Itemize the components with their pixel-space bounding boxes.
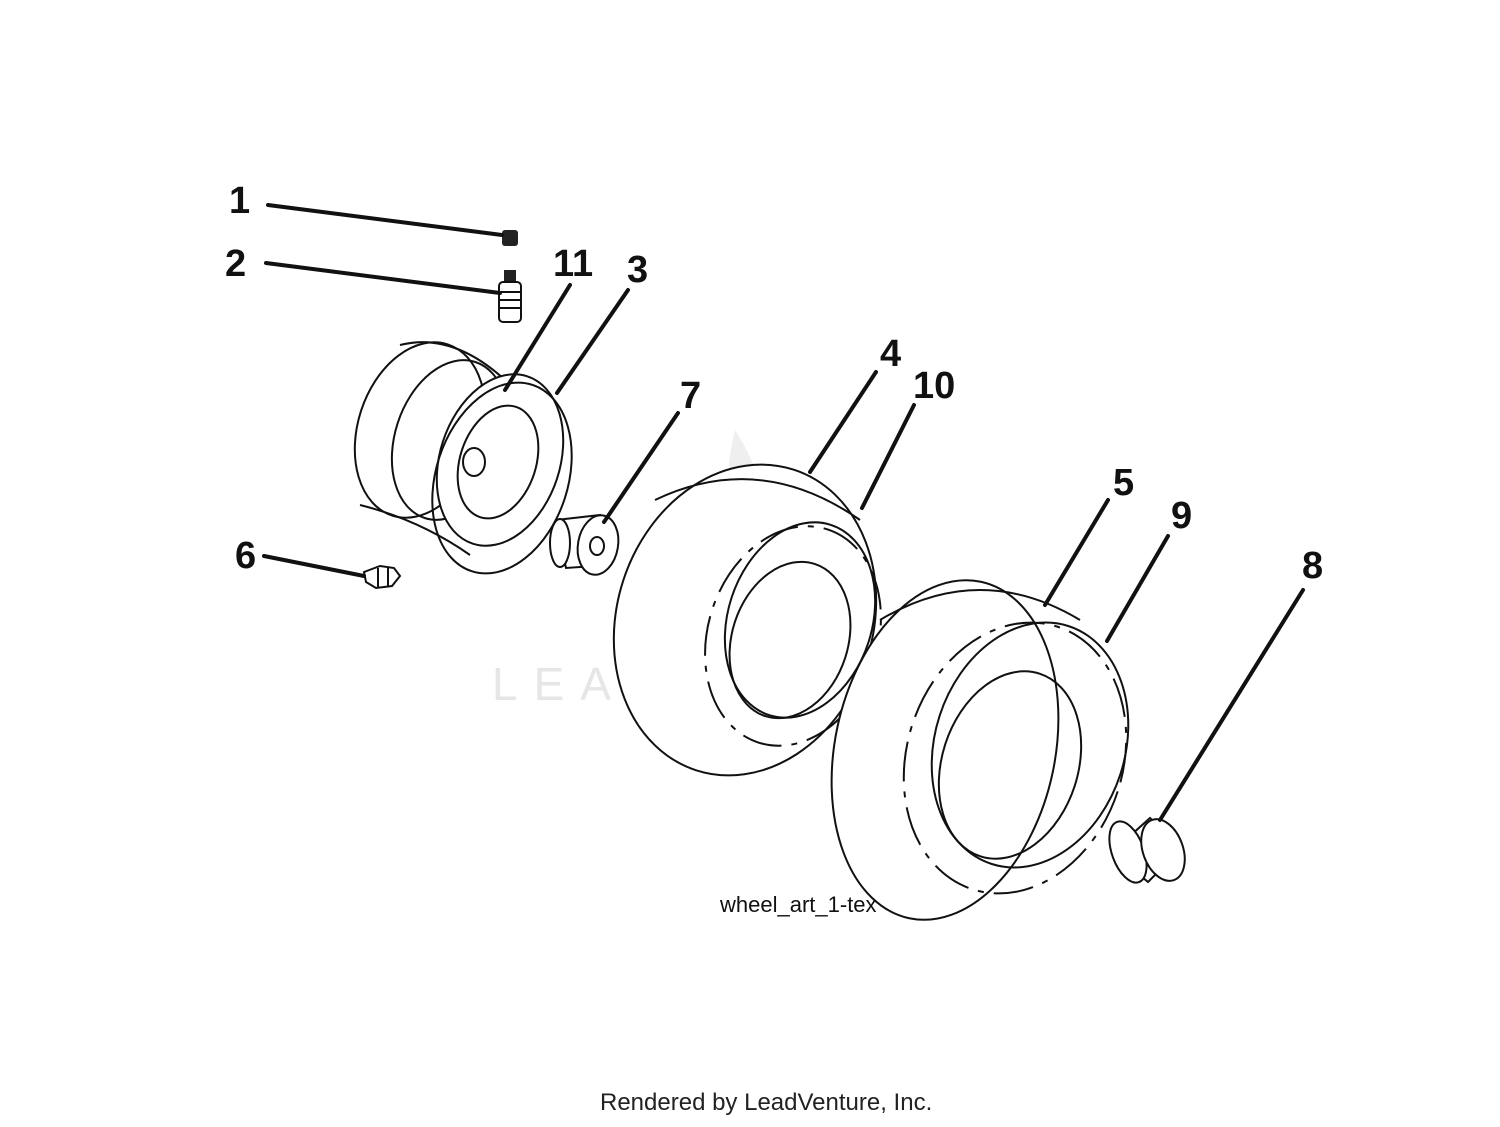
callout-1: 1 [229,180,250,222]
leader-11 [503,283,572,392]
leader-4 [808,370,878,474]
callout-4: 4 [880,333,901,375]
part-2-valve-stem [498,270,522,323]
footer-credit: Rendered by LeadVenture, Inc. [600,1089,932,1116]
art-reference-label: wheel_art_1-tex [719,892,877,917]
callout-labels: 1 2 11 3 7 4 10 6 5 9 8 [225,180,1323,587]
part-4-tire [612,463,882,777]
leader-8 [1158,588,1305,822]
callout-7: 7 [680,375,701,417]
leader-lines [262,203,1305,822]
part-1-valve-cap [502,230,518,246]
leader-2 [264,261,502,295]
leader-5 [1043,498,1110,607]
leader-10 [860,403,916,510]
part-5-tire [830,579,1130,921]
callout-3: 3 [627,249,648,291]
part-6-grease-fitting [362,564,402,590]
leader-6 [262,554,366,578]
leader-9 [1105,534,1170,643]
callout-5: 5 [1113,462,1134,504]
callout-10: 10 [913,365,955,407]
leader-7 [602,411,680,524]
leader-1 [266,203,504,237]
part-11-rim [353,341,565,556]
leader-3 [555,288,630,395]
callout-9: 9 [1171,495,1192,537]
part-3-seal-ring [431,381,573,575]
callout-6: 6 [235,535,256,577]
part-7-bushing [549,513,620,576]
callout-8: 8 [1302,545,1323,587]
callout-11: 11 [553,243,593,285]
callout-2: 2 [225,243,246,285]
part-8-hub-cap [1108,816,1186,884]
